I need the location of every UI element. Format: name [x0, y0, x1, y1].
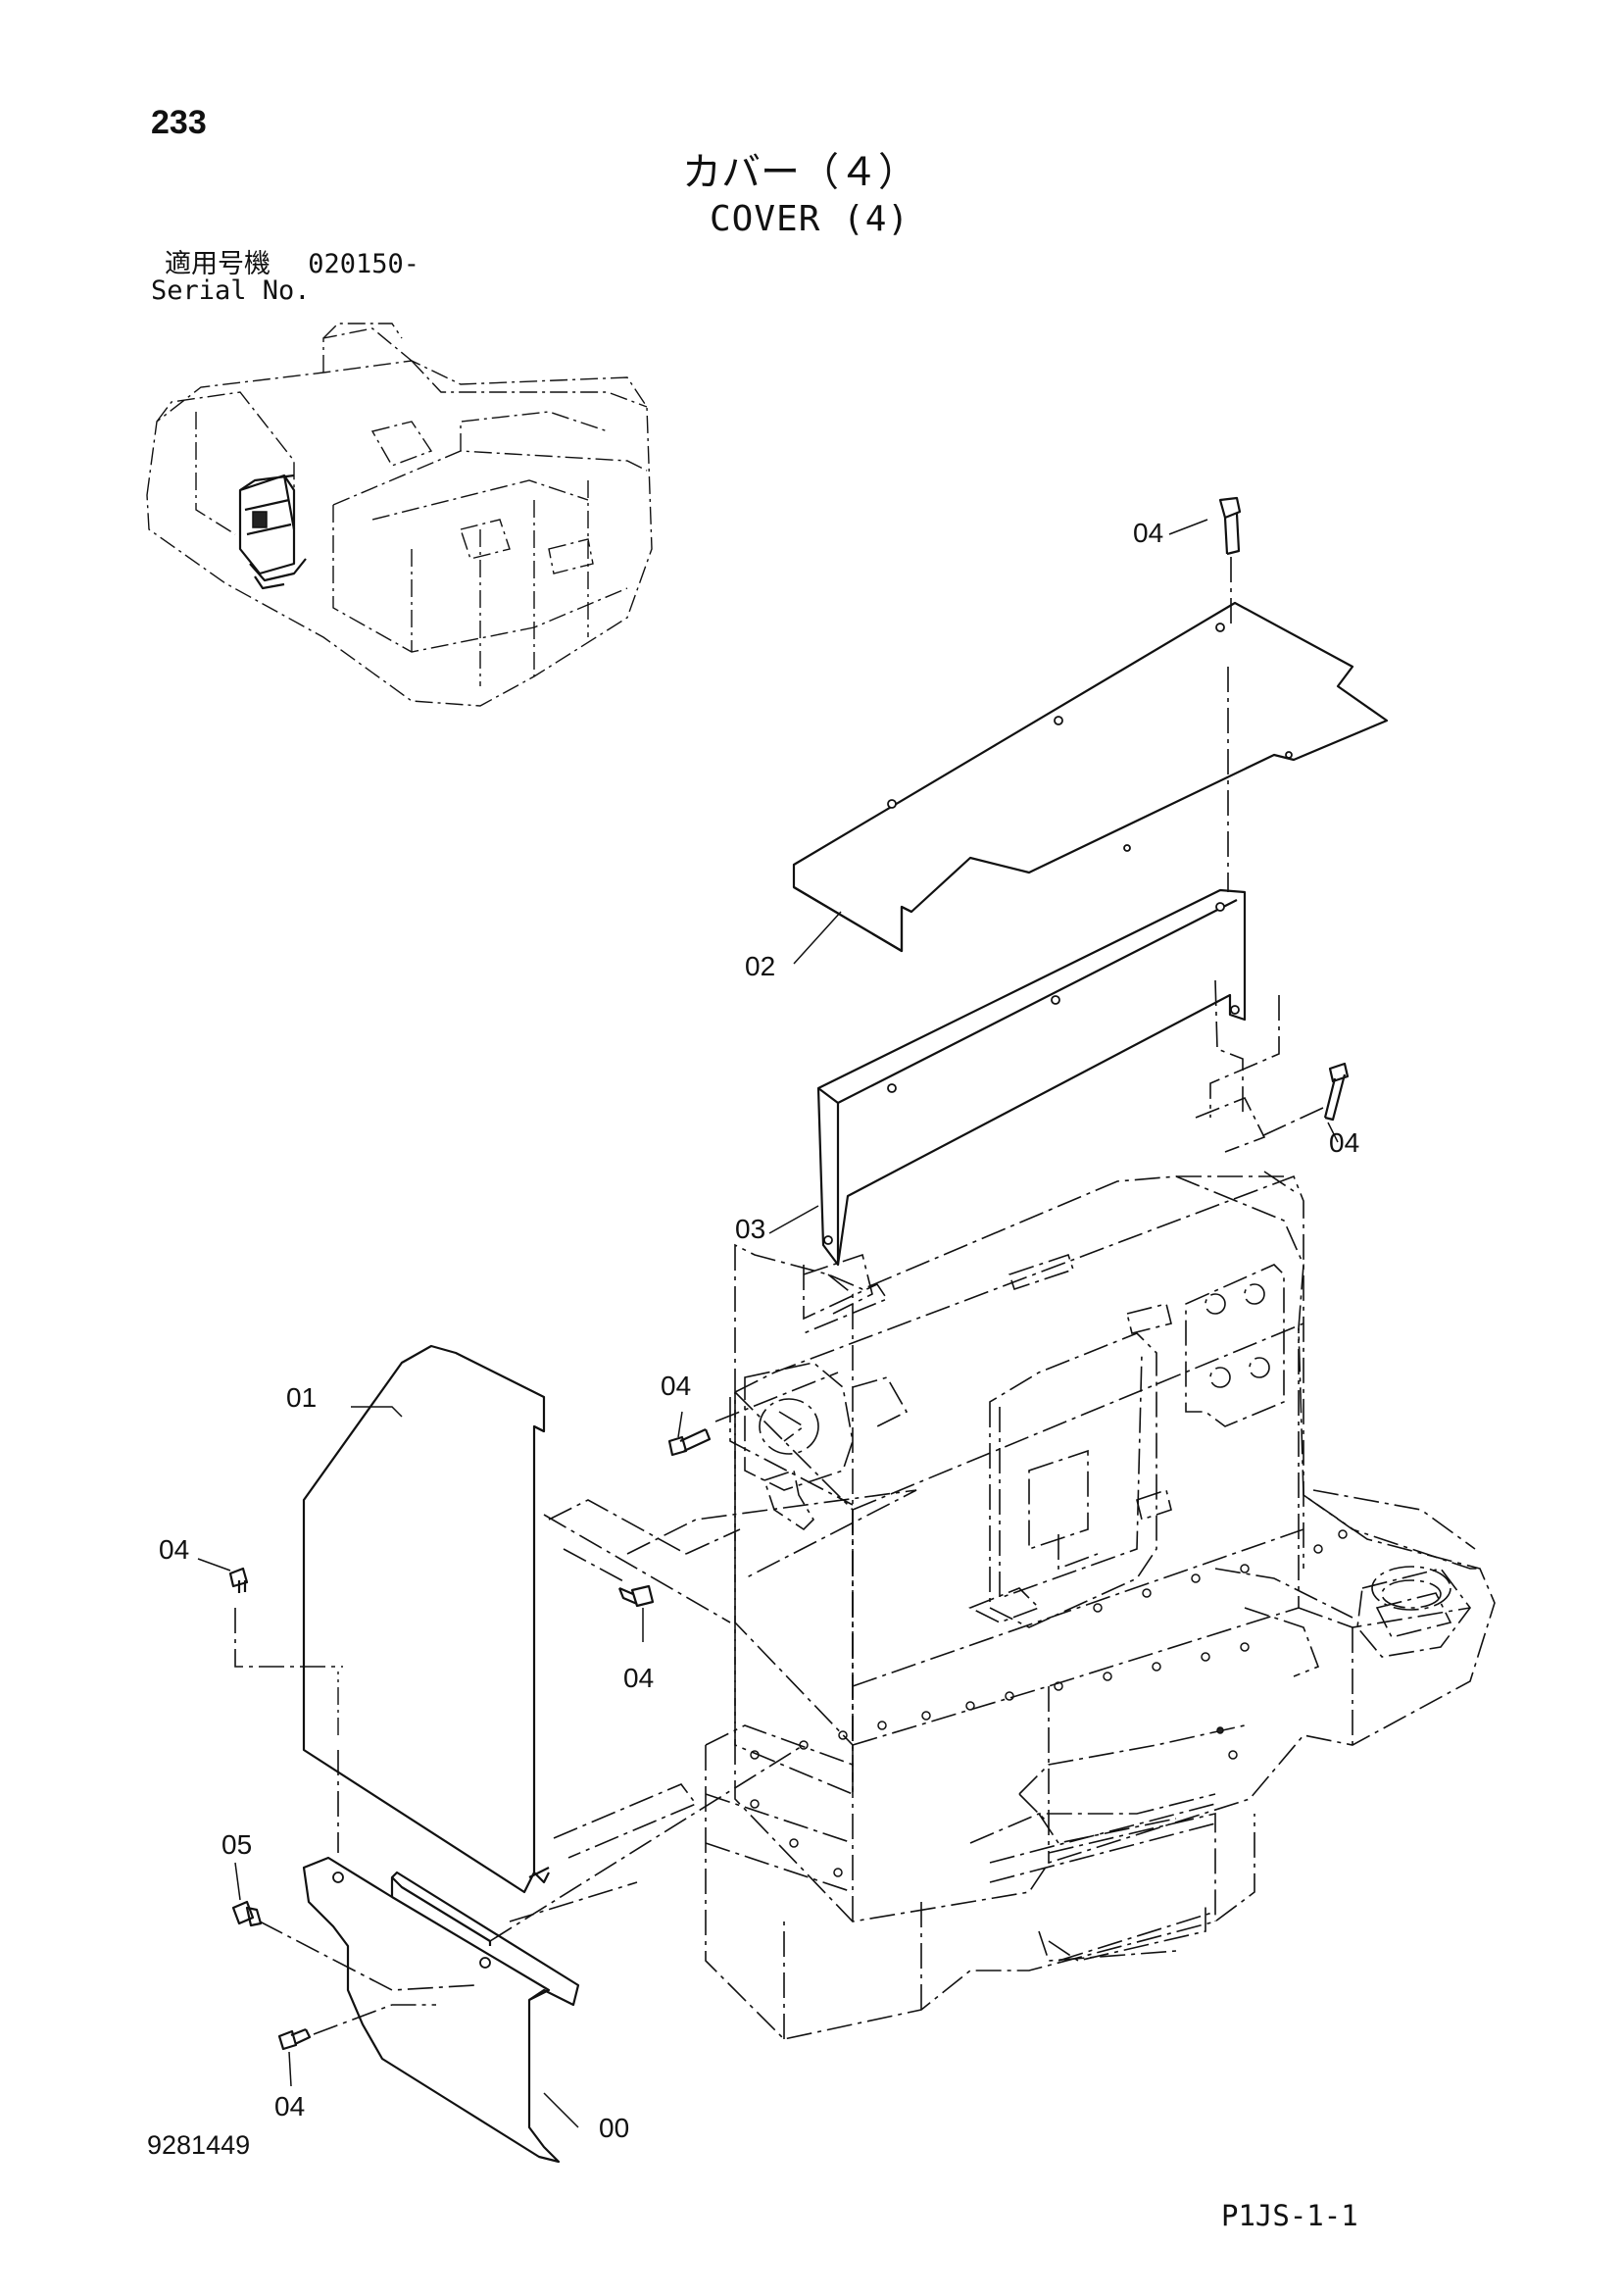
tank-body-reference	[729, 1096, 1304, 1796]
callout-04-middle: 04	[623, 1663, 655, 1693]
part-02-top-cover	[792, 601, 1389, 953]
assembly-lines	[234, 557, 1324, 2035]
serial-applicability: 適用号機 020150-	[165, 251, 419, 277]
callout-04-center: 04	[661, 1371, 692, 1401]
callout-00: 00	[599, 2113, 630, 2143]
serial-value: 020150-	[308, 249, 420, 279]
callout-04-bottom: 04	[274, 2091, 306, 2121]
title-japanese: カバー（４）	[682, 150, 917, 195]
bolt-middle	[617, 1584, 655, 1608]
callout-02: 02	[745, 951, 776, 981]
bolt-05	[231, 1900, 263, 1927]
callout-04-right: 04	[1329, 1127, 1360, 1158]
drawing-number: 9281449	[147, 2130, 251, 2160]
callout-04-left: 04	[159, 1534, 190, 1565]
bolt-top-right	[1218, 496, 1242, 556]
callout-leaders	[197, 519, 1339, 2128]
serial-label-english: Serial No.	[151, 275, 311, 306]
part-01-side-cover	[302, 1344, 550, 1894]
bolt-center	[667, 1428, 712, 1457]
part-03-long-bracket	[816, 888, 1247, 1267]
base-frame-reference	[705, 1175, 1496, 2040]
callout-05: 05	[221, 1829, 253, 1860]
bolt-right	[1323, 1062, 1350, 1122]
bolt-left-upper	[228, 1567, 249, 1593]
serial-label-japanese: 適用号機	[165, 249, 270, 279]
callout-03: 03	[735, 1214, 766, 1244]
machine-location-thumbnail	[146, 323, 653, 707]
title-english: COVER (4)	[710, 199, 910, 239]
callout-01: 01	[286, 1382, 318, 1413]
callout-04-top: 04	[1133, 518, 1164, 548]
frame-holes	[750, 1529, 1348, 1877]
page-number: 233	[151, 104, 207, 141]
bolt-lower-left	[277, 2027, 312, 2051]
sheet-code: P1JS-1-1	[1221, 2199, 1358, 2232]
part-00-lower-cover	[302, 1856, 580, 2164]
